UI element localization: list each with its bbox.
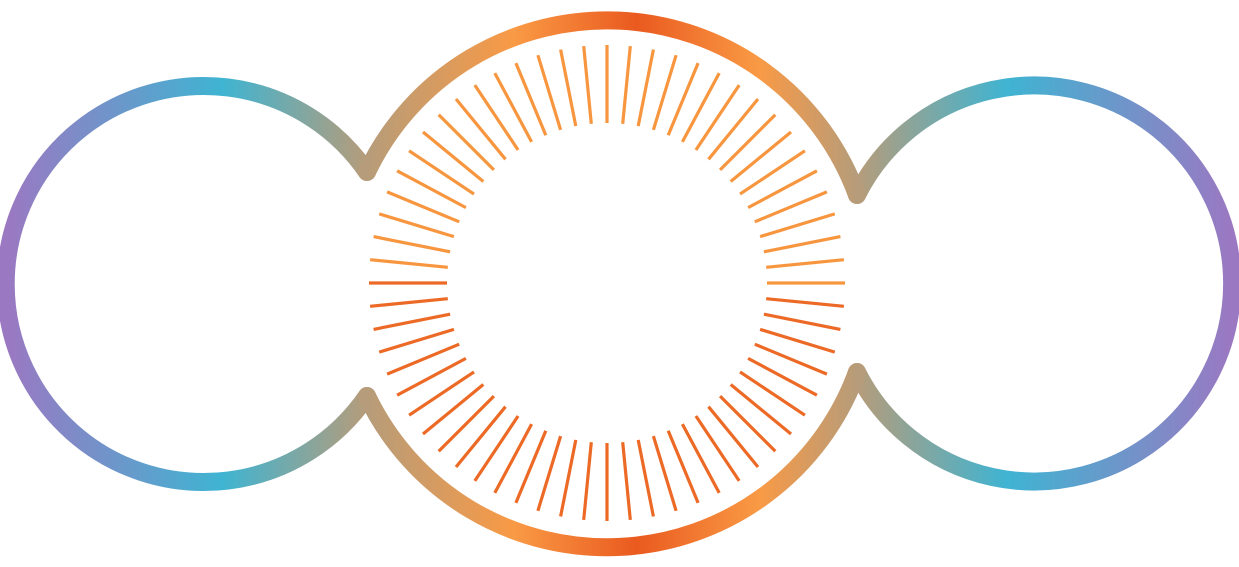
sun-ray <box>514 62 548 136</box>
sun-ray <box>536 435 563 512</box>
sun-ray <box>386 342 460 376</box>
sun-ray <box>493 423 534 494</box>
sun-ray <box>408 149 475 196</box>
sun-ray <box>369 258 448 269</box>
sun-ray <box>636 439 655 517</box>
sun-ray <box>763 235 841 254</box>
sun-ray <box>718 394 777 453</box>
sun-ray <box>763 312 841 331</box>
sun-ray <box>666 430 700 504</box>
sun-ray <box>386 190 460 224</box>
sun-rays <box>369 45 845 521</box>
sun-ray <box>680 423 721 494</box>
sun-ray <box>707 405 760 469</box>
sun-ray <box>651 435 678 512</box>
sun-ray <box>766 297 845 308</box>
sun-ray <box>651 54 678 131</box>
sun-ray <box>421 383 485 436</box>
right-ring <box>848 76 1239 491</box>
sun-ray <box>582 45 593 124</box>
sun-ray <box>369 297 448 308</box>
sun-ray <box>473 415 520 482</box>
center-ring-top <box>358 11 866 204</box>
sun-ray <box>421 130 485 183</box>
sun-ray <box>694 84 741 151</box>
sun-ray <box>766 258 845 269</box>
sun-ray <box>694 415 741 482</box>
left-ring <box>0 77 376 491</box>
sun-ray <box>729 383 793 436</box>
sun-ray <box>378 327 455 354</box>
sun-ray <box>582 442 593 521</box>
sun-ray <box>747 169 818 210</box>
sun-ray <box>754 342 828 376</box>
sun-ray <box>680 72 721 143</box>
sun-ray <box>514 430 548 504</box>
sun-ray <box>759 212 836 239</box>
sun-ray <box>454 405 507 469</box>
sun-ray <box>378 212 455 239</box>
sun-ray <box>454 97 507 161</box>
sun-ray <box>396 356 467 397</box>
sun-ray <box>759 327 836 354</box>
sun-ray <box>396 169 467 210</box>
sun-ray <box>707 97 760 161</box>
sun-ray <box>666 62 700 136</box>
sun-ray <box>754 190 828 224</box>
sun-ray <box>718 113 777 172</box>
sun-ray <box>373 312 451 331</box>
sun-ray <box>473 84 520 151</box>
sun-ray <box>621 442 632 521</box>
sun-ray <box>437 113 496 172</box>
sun-ray <box>536 54 563 131</box>
sun-ray <box>739 149 806 196</box>
center-ring-bottom <box>358 363 866 557</box>
sun-ray <box>621 45 632 124</box>
sun-ray <box>729 130 793 183</box>
sun-ray <box>408 370 475 417</box>
sun-ray <box>747 356 818 397</box>
sun-ray <box>559 49 578 127</box>
sun-ray <box>437 394 496 453</box>
sun-ray <box>739 370 806 417</box>
sun-ray <box>373 235 451 254</box>
sun-ray <box>493 72 534 143</box>
sun-ray <box>636 49 655 127</box>
sun-ray <box>559 439 578 517</box>
